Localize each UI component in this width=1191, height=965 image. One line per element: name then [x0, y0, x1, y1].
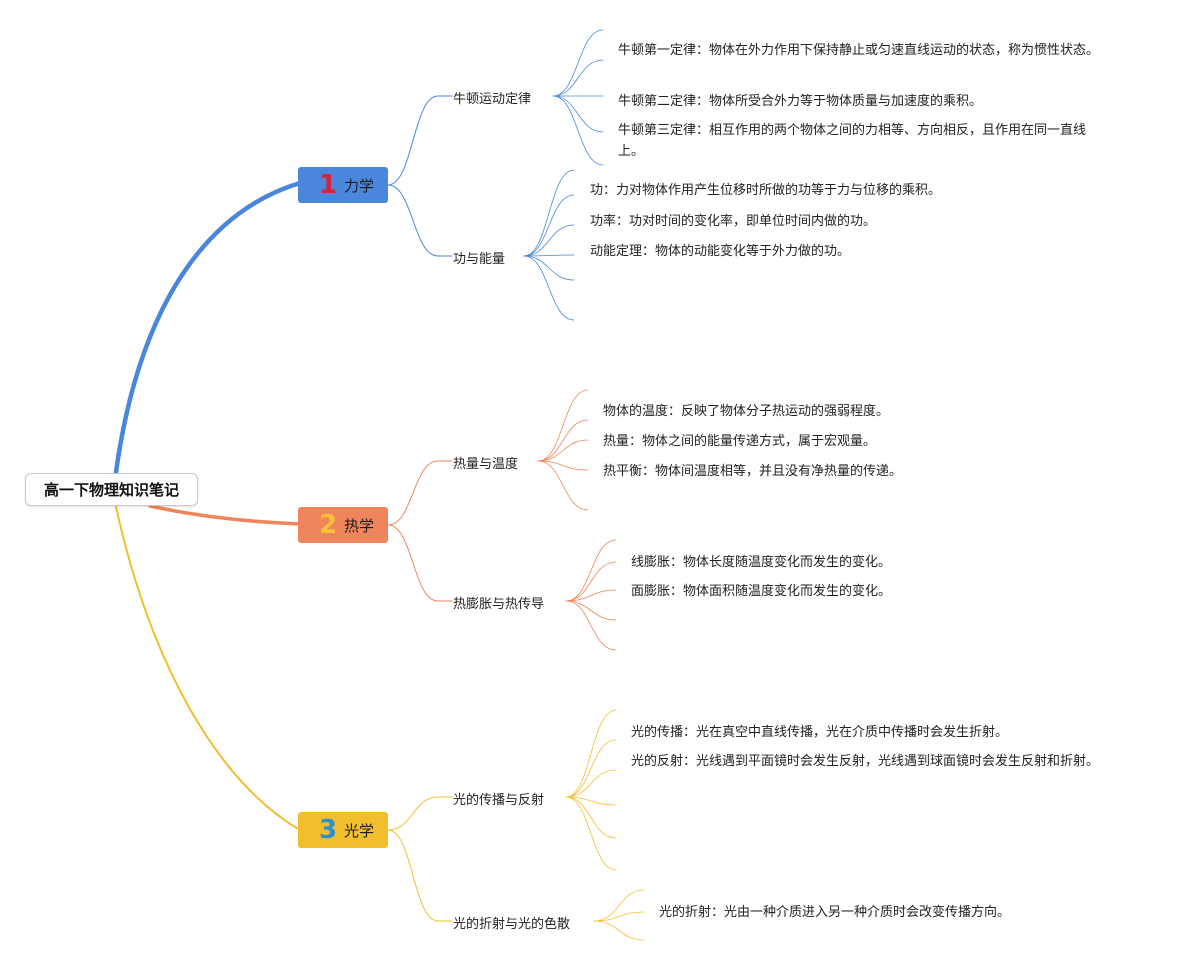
edge-root-section: [115, 506, 301, 831]
section-label: 光学: [344, 821, 375, 840]
edge-subtopic-leaf: [552, 29, 604, 97]
edge-subtopic-leaf: [537, 389, 589, 462]
edge-subtopic-leaf: [565, 600, 617, 651]
edge-subtopic-leaf: [565, 769, 617, 798]
subtopic-newton-laws[interactable]: 牛顿运动定律: [453, 92, 532, 107]
edge-subtopic-leaf: [565, 589, 617, 602]
leaf-note[interactable]: 牛顿第三定律：相互作用的两个物体之间的力相等、方向相反，且作用在同一直线上。: [618, 123, 1087, 159]
edge-subtopic-leaf: [565, 796, 617, 839]
leaf-note[interactable]: 光的折射：光由一种介质进入另一种介质时会改变传播方向。: [659, 905, 1011, 920]
leaf-note[interactable]: 光的传播：光在真空中直线传播，光在介质中传播时会发生折射。: [631, 725, 1009, 740]
subtopic-refraction-dispersion[interactable]: 光的折射与光的色散: [453, 917, 571, 932]
edge-section-subtopic: [387, 460, 439, 526]
section-mechanics[interactable]: 1 力学: [298, 167, 388, 203]
edge-root-section: [148, 504, 302, 526]
edge-subtopic-leaf: [523, 254, 575, 257]
leaf-note[interactable]: 牛顿第一定律：物体在外力作用下保持静止或匀速直线运动的状态，称为惯性状态。: [618, 43, 1100, 58]
leaf-note[interactable]: 热平衡：物体间温度相等，并且没有净热量的传递。: [603, 464, 903, 479]
subtopic-light-propagation[interactable]: 光的传播与反射: [453, 793, 545, 808]
edge-subtopic-leaf: [523, 255, 575, 281]
edge-subtopic-leaf: [565, 600, 617, 621]
edge-subtopic-leaf: [593, 911, 645, 922]
edge-subtopic-leaf: [523, 169, 575, 257]
subtopic-heat-temperature[interactable]: 热量与温度: [453, 457, 519, 472]
edge-subtopic-leaf: [523, 194, 575, 257]
edge-subtopic-leaf: [552, 95, 604, 166]
edge-subtopic-leaf: [565, 561, 617, 602]
edge-section-subtopic: [387, 95, 439, 186]
edge-subtopic-leaf: [565, 709, 617, 798]
section-thermodynamics[interactable]: 2 热学: [298, 507, 388, 543]
section-number-badge: 2: [318, 510, 338, 540]
leaf-note[interactable]: 线膨胀：物体长度随温度变化而发生的变化。: [631, 555, 892, 570]
edge-section-subtopic: [387, 796, 439, 831]
edge-section-subtopic: [387, 184, 439, 257]
edge-subtopic-leaf: [552, 59, 604, 97]
edge-subtopic-leaf: [593, 920, 645, 941]
leaf-note[interactable]: 光的反射：光线遇到平面镜时会发生反射，光线遇到球面镜时会发生反射和折射。: [631, 754, 1100, 769]
edge-subtopic-leaf: [565, 796, 617, 871]
section-label: 热学: [344, 516, 375, 535]
subtopic-thermal-expansion[interactable]: 热膨胀与热传导: [453, 597, 545, 612]
leaf-note[interactable]: 动能定理：物体的动能变化等于外力做的功。: [590, 244, 851, 259]
section-number-badge: 1: [318, 170, 338, 200]
leaf-note[interactable]: 面膨胀：物体面积随温度变化而发生的变化。: [631, 584, 892, 599]
section-label: 力学: [344, 176, 375, 195]
edge-subtopic-leaf: [537, 439, 589, 462]
edge-subtopic-leaf: [523, 224, 575, 257]
section-optics[interactable]: 3 光学: [298, 812, 388, 848]
leaf-note[interactable]: 功：力对物体作用产生位移时所做的功等于力与位移的乘积。: [590, 183, 942, 198]
edge-subtopic-leaf: [565, 796, 617, 806]
edge-subtopic-leaf: [523, 255, 575, 321]
section-number-badge: 3: [318, 815, 338, 845]
edge-subtopic-leaf: [565, 539, 617, 602]
edge-subtopic-leaf: [537, 460, 589, 511]
edge-subtopic-leaf: [537, 460, 589, 471]
edge-section-subtopic: [387, 829, 439, 922]
edge-subtopic-leaf: [552, 95, 604, 133]
edge-root-section: [113, 180, 303, 475]
leaf-note[interactable]: 功率：功对时间的变化率，即单位时间内做的功。: [590, 214, 877, 229]
edge-subtopic-leaf: [537, 419, 589, 462]
edge-section-subtopic: [387, 524, 439, 602]
edge-subtopic-leaf: [565, 739, 617, 798]
leaf-note[interactable]: 牛顿第二定律：物体所受合外力等于物体质量与加速度的乘积。: [618, 94, 983, 109]
edge-subtopic-leaf: [593, 889, 645, 922]
leaf-note[interactable]: 热量：物体之间的能量传递方式，属于宏观量。: [603, 434, 877, 449]
root-topic-label: 高一下物理知识笔记: [43, 481, 179, 499]
leaf-note[interactable]: 物体的温度：反映了物体分子热运动的强弱程度。: [603, 404, 890, 419]
subtopic-work-energy[interactable]: 功与能量: [453, 252, 506, 267]
root-topic[interactable]: 高一下物理知识笔记: [25, 473, 198, 506]
